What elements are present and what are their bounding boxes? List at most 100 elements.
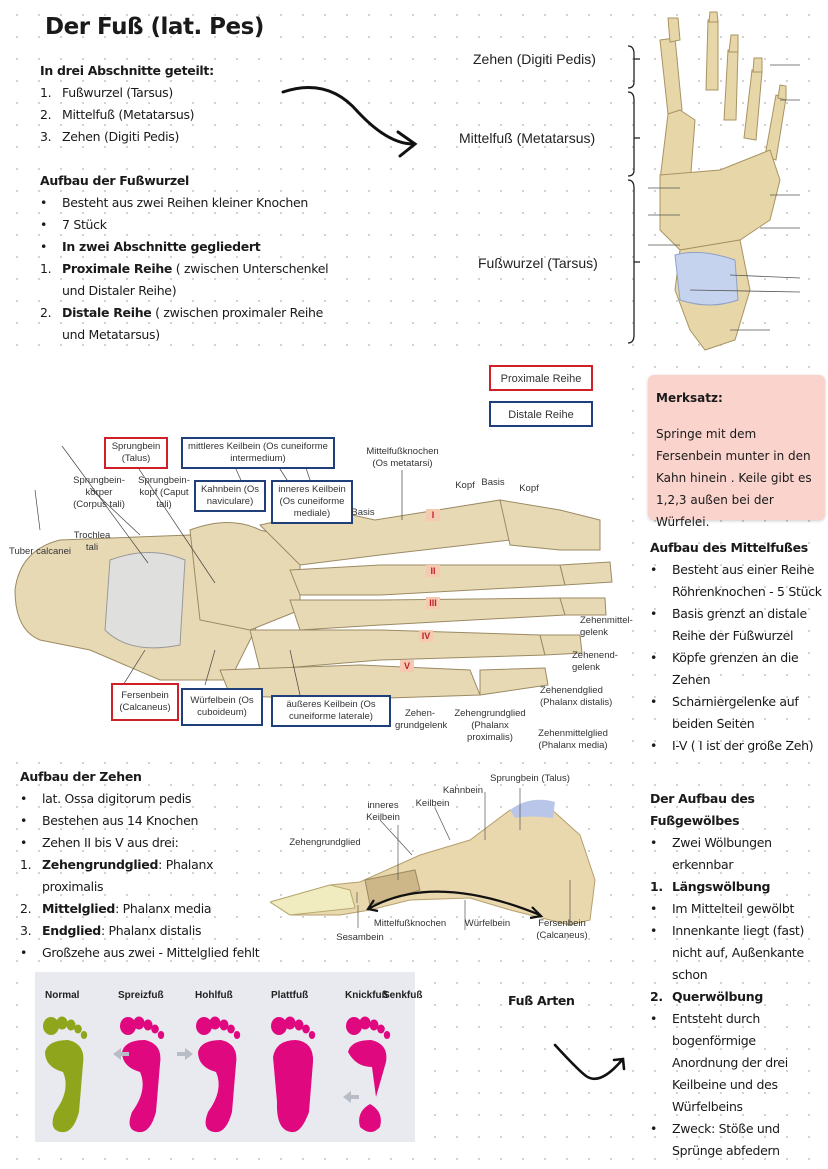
list-marker: • (20, 813, 28, 828)
item-text: Entsteht durch bogenförmige Anordnung de… (672, 1011, 788, 1114)
list-marker: 1. (40, 85, 52, 100)
merksatz-heading: Merksatz: (656, 391, 723, 405)
list-text: Innenkante liegt (fast) nicht auf, Außen… (672, 920, 825, 986)
label-metatarsi: Mittelfußknochen (Os metatarsi) (366, 446, 439, 469)
item-text: I-V ( I ist der große Zeh) (672, 738, 814, 753)
list-item: 1.Längswölbung (650, 876, 825, 898)
list-text: Bestehen aus 14 Knochen (42, 810, 198, 832)
list-text: I-V ( I ist der große Zeh) (672, 735, 814, 757)
bold-term: Mittelglied (42, 901, 116, 916)
list-item: • Bestehen aus 14 Knochen (20, 810, 270, 832)
curved-arrow-icon (281, 86, 418, 158)
label-mittelfussknochen: Mittelfußknochen (373, 918, 447, 929)
list-item: 2.Querwölbung (650, 986, 825, 1008)
label-zehenendgelenk: Zehenend-gelenk (572, 650, 618, 673)
label-zehengrundgelenk: Zehen-grundgelenk (395, 708, 448, 731)
list-marker: 1. (20, 857, 32, 872)
label-kahnbein: Kahnbein (442, 785, 484, 796)
label-kopf: Kopf (455, 480, 475, 491)
item-text: Besteht aus einer Reihe Röhrenknochen - … (672, 562, 822, 599)
footprints-illustration (43, 1016, 391, 1133)
list-marker: 3. (20, 923, 32, 938)
list-marker: 3. (40, 129, 52, 144)
label-kopf: Kopf (519, 483, 539, 494)
list-marker: • (650, 650, 658, 665)
list-marker: 2. (20, 901, 32, 916)
legend-proximal: Proximale Reihe (489, 365, 593, 391)
list-item: •Scharniergelenke auf beiden Seiten (650, 691, 825, 735)
list-marker: 2. (40, 305, 52, 320)
item-text: Zehen (Digiti Pedis) (62, 129, 180, 144)
label-cuneiforme-mediale: inneres Keilbein (Os cuneiforme mediale) (271, 480, 353, 524)
foot-bones-diagram: Proximale Reihe Distale Reihe I II III I… (0, 350, 633, 762)
list-marker: • (650, 738, 658, 753)
label-trochlea: Trochlea tali (73, 530, 111, 553)
item-text: Zweck: Stöße und Sprünge abfedern (672, 1121, 780, 1158)
bold-term: Endglied (42, 923, 101, 938)
merksatz-text: Springe mit dem Fersenbein munter in den… (656, 427, 812, 529)
list-item: •lat. Ossa digitorum pedis (20, 788, 270, 810)
list-text: Mittelfuß (Metatarsus) (62, 104, 195, 126)
label-calcaneus: Fersenbein (Calcaneus) (111, 683, 179, 721)
item-text: Zwei Wölbungen erkennbar (672, 835, 772, 872)
label-cuboideum: Würfelbein (Os cuboideum) (181, 688, 263, 726)
footprint-knickfuß (346, 1016, 391, 1132)
footprint-spreizfuß (120, 1016, 165, 1133)
type-label: Normal (45, 990, 80, 1001)
list-text: Fußwurzel (Tarsus) (62, 82, 173, 104)
label-corpus-tali: Sprungbein-körper (Corpus tali) (73, 475, 125, 510)
type-label: Knickfuß (345, 990, 388, 1001)
label-basis: Basis (351, 507, 375, 518)
label-naviculare: Kahnbein (Os naviculare) (194, 480, 266, 512)
item-text: 7 Stück (62, 217, 107, 232)
gewoelbe-section: Der Aufbau des Fußgewölbes •Zwei Wölbung… (650, 788, 825, 1162)
item-text: Im Mittelteil gewölbt (672, 901, 795, 916)
label-zehengrundglied: Zehengrundglied (Phalanx proximalis) (454, 708, 526, 743)
numeral-II: II (430, 566, 435, 576)
footprint-plattfuß (271, 1016, 316, 1133)
label-caput-tali: Sprungbein-kopf (Caput tali) (138, 475, 190, 510)
item-text: Mittelfuß (Metatarsus) (62, 107, 195, 122)
label-cuneiforme-intermedium: mittleres Keilbein (Os cuneiforme interm… (181, 437, 335, 469)
item-text: Fußwurzel (Tarsus) (62, 85, 173, 100)
list-text: Längswölbung (672, 876, 771, 898)
list-text: Distale Reihe ( zwischen proximaler Reih… (62, 302, 330, 346)
list-text: Köpfe grenzen an die Zehen (672, 647, 825, 691)
bold-term: Querwölbung (672, 989, 763, 1004)
item-text: : Phalanx distalis (100, 923, 202, 938)
list-text: Zwei Wölbungen erkennbar (672, 832, 825, 876)
list-marker: • (20, 835, 28, 850)
foot-top-diagram (627, 11, 801, 351)
list-text: Zweck: Stöße und Sprünge abfedern (672, 1118, 825, 1162)
bold-term: Zehengrundglied (42, 857, 159, 872)
label-zehenmittelglied: Zehenmittelglied (Phalanx media) (538, 728, 608, 751)
legend-distal: Distale Reihe (489, 401, 593, 427)
list-item: •Zweck: Stöße und Sprünge abfedern (650, 1118, 825, 1162)
label-mittelfuss: Mittelfuß (Metatarsus) (459, 130, 596, 146)
list-text: lat. Ossa digitorum pedis (42, 788, 191, 810)
item-text: : Phalanx media (115, 901, 212, 916)
list-item: •Zehen II bis V aus drei: (20, 832, 270, 854)
list-marker: • (40, 239, 48, 254)
list-text: 7 Stück (62, 214, 107, 236)
bold-term: Längswölbung (672, 879, 771, 894)
item-text: Innenkante liegt (fast) nicht auf, Außen… (672, 923, 805, 982)
section-heading: Aufbau der Zehen (20, 769, 142, 784)
foot-side-illustration (270, 788, 596, 930)
item-text: Basis grenzt an distale Reihe der Fußwur… (672, 606, 807, 643)
type-label: Senkfuß (383, 990, 423, 1001)
item-text: Besteht aus zwei Reihen kleiner Knochen (62, 195, 309, 210)
foot-types-panel: Normal Spreizfuß Hohlfuß Plattfuß Knickf… (35, 972, 422, 1142)
section-heading: Aufbau der Fußwurzel (40, 173, 190, 188)
type-label: Plattfuß (271, 990, 309, 1001)
mittelfuss-section: Aufbau des Mittelfußes •Besteht aus eine… (650, 537, 825, 757)
label-talus: Sprungbein (Talus) (490, 773, 570, 784)
label-basis: Basis (481, 477, 505, 488)
label-keilbein: Keilbein (415, 798, 450, 809)
list-item: 1.Zehengrundglied: Phalanx proximalis (20, 854, 270, 898)
list-item: • I-V ( I ist der große Zeh) (650, 735, 825, 757)
list-item: 2. Distale Reihe ( zwischen proximaler Re… (40, 302, 330, 346)
list-text: Scharniergelenke auf beiden Seiten (672, 691, 825, 735)
numeral-I: I (432, 510, 435, 520)
list-marker: 2. (40, 107, 52, 122)
